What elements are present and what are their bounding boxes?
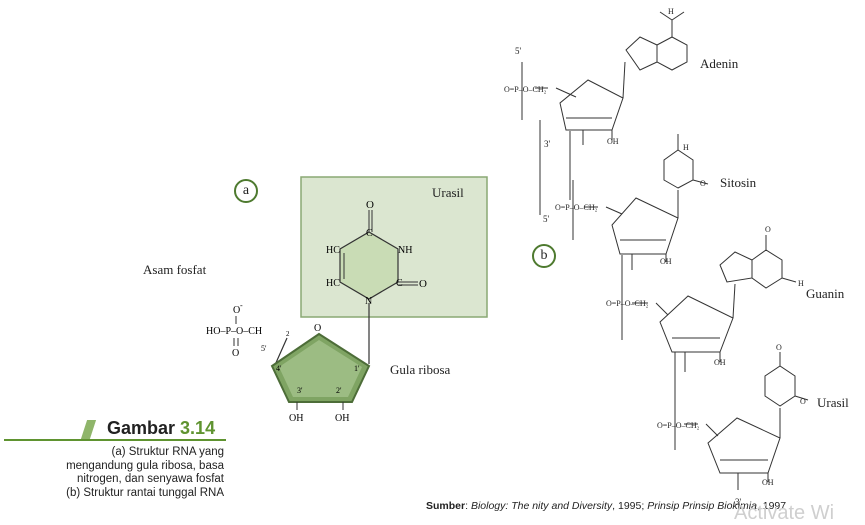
svg-text:O=P–O–CH₂: O=P–O–CH₂ bbox=[504, 85, 547, 94]
figure-a-marker: a bbox=[234, 179, 258, 203]
svg-text:C: C bbox=[366, 228, 373, 239]
svg-text:OH: OH bbox=[607, 137, 619, 146]
source-label: Sumber bbox=[426, 500, 466, 512]
label-adenin: Adenin bbox=[700, 56, 739, 71]
svg-text:2': 2' bbox=[336, 386, 342, 395]
svg-text:OH: OH bbox=[762, 478, 774, 487]
svg-text:H: H bbox=[668, 7, 674, 16]
svg-text:O: O bbox=[314, 323, 321, 334]
svg-text:OH: OH bbox=[660, 257, 672, 266]
figure-caption-text: (a) Struktur RNA yang mengandung gula ri… bbox=[66, 446, 224, 499]
label-urasil-a: Urasil bbox=[432, 185, 464, 200]
caption-rule bbox=[4, 439, 226, 441]
svg-text:4': 4' bbox=[276, 364, 282, 373]
svg-text:H: H bbox=[798, 279, 804, 288]
source-year-2: , 1997 bbox=[756, 500, 787, 512]
svg-text:O: O bbox=[800, 397, 806, 406]
svg-text:H: H bbox=[683, 143, 689, 152]
svg-text:O: O bbox=[233, 305, 240, 316]
svg-text:O: O bbox=[232, 348, 239, 359]
source-book-2: Prinsip Prinsip Biokimia bbox=[647, 500, 757, 512]
svg-text:O: O bbox=[765, 225, 771, 234]
svg-text:O: O bbox=[700, 179, 706, 188]
label-sitosin: Sitosin bbox=[720, 175, 757, 190]
svg-text:O: O bbox=[419, 278, 427, 290]
svg-text:5': 5' bbox=[543, 214, 550, 224]
svg-text:3': 3' bbox=[297, 386, 303, 395]
svg-text:2: 2 bbox=[286, 330, 290, 338]
label-asam-fosfat: Asam fosfat bbox=[143, 262, 207, 277]
svg-text:5': 5' bbox=[261, 344, 267, 353]
svg-text:N: N bbox=[365, 296, 372, 307]
svg-text:1': 1' bbox=[354, 364, 360, 373]
label-urasil-b: Urasil bbox=[817, 395, 849, 410]
figure-title: Gambar 3.14 bbox=[107, 418, 215, 439]
label-guanin: Guanin bbox=[806, 286, 845, 301]
svg-text:3': 3' bbox=[735, 497, 742, 507]
svg-text:-: - bbox=[240, 301, 243, 310]
svg-text:HO–P–O–CH: HO–P–O–CH bbox=[206, 326, 262, 337]
svg-text:5': 5' bbox=[515, 46, 522, 56]
svg-text:HC: HC bbox=[326, 278, 340, 289]
svg-text:O=P–O–CH₂: O=P–O–CH₂ bbox=[606, 299, 649, 308]
svg-text:O=P–O–CH₂: O=P–O–CH₂ bbox=[657, 421, 700, 430]
svg-text:OH: OH bbox=[714, 358, 726, 367]
source-line: Sumber: Biology: The nity and Diversity,… bbox=[426, 500, 787, 512]
svg-text:C: C bbox=[396, 278, 403, 289]
svg-text:O: O bbox=[776, 343, 782, 352]
figure-title-number: 3.14 bbox=[180, 418, 216, 438]
source-book-1: Biology: The nity and Diversity bbox=[470, 500, 613, 512]
svg-text:OH: OH bbox=[289, 413, 303, 424]
activation-watermark: Activate Wi bbox=[734, 502, 835, 524]
svg-text:O: O bbox=[366, 199, 374, 211]
svg-text:O=P–O–CH₂: O=P–O–CH₂ bbox=[555, 203, 598, 212]
figure-b-marker: b bbox=[532, 244, 556, 268]
svg-text:3': 3' bbox=[544, 139, 551, 149]
svg-text:HC: HC bbox=[326, 245, 340, 256]
source-year-1: , 1995; bbox=[612, 500, 648, 512]
svg-text:NH: NH bbox=[398, 245, 412, 256]
label-gula-ribosa: Gula ribosa bbox=[390, 362, 451, 377]
figure-title-word: Gambar bbox=[107, 418, 176, 438]
svg-text:OH: OH bbox=[335, 413, 349, 424]
uracil-ring bbox=[339, 231, 399, 300]
